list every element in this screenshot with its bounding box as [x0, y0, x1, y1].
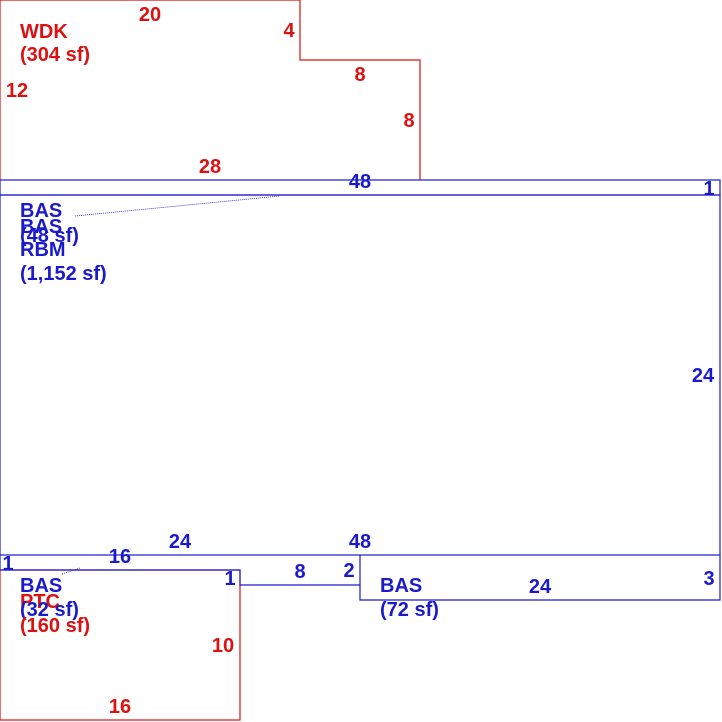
- dim-bas-top: 48: [349, 171, 371, 193]
- bas-small-code-label: BAS: [20, 575, 62, 597]
- bas-right-code-label: BAS: [380, 575, 422, 597]
- rbm-outline: [0, 194, 721, 556]
- leader-line-small: [61, 567, 81, 575]
- dim-left-1: 1: [2, 553, 13, 575]
- dim-wdk-step-v: 4: [283, 20, 295, 42]
- dim-wdk-top: 20: [139, 4, 161, 26]
- dim-right-rect-24: 24: [529, 576, 552, 598]
- wdk-outline: [0, 0, 421, 180]
- dim-wdk-left: 12: [6, 80, 28, 102]
- dim-bottom-2: 2: [343, 560, 354, 582]
- dim-bottom-8: 8: [294, 561, 305, 583]
- dim-wdk-step-h: 8: [354, 64, 365, 86]
- dim-left-16: 16: [109, 546, 131, 568]
- dim-bas-right: 1: [703, 178, 714, 200]
- bas-right-outline: [359, 555, 721, 601]
- dim-rbm-bottom-left: 24: [169, 531, 192, 553]
- ptc-area-label: (160 sf): [20, 615, 90, 637]
- bas-code-label: BAS: [20, 200, 62, 222]
- rbm-code-label: RBM: [20, 239, 66, 261]
- dim-wdk-bottom: 28: [199, 156, 221, 178]
- bas-small-area-label: (32 sf): [20, 599, 79, 621]
- bas-right-area-label: (72 sf): [380, 599, 439, 621]
- dim-rbm-bottom: 48: [349, 531, 371, 553]
- leader-line-bas: [74, 195, 281, 217]
- bas-area-label: (48 sf): [20, 225, 79, 247]
- wdk-code-label: WDK: [20, 21, 68, 43]
- ptc-code-label: PTC: [20, 591, 60, 613]
- dim-wdk-right: 8: [403, 110, 414, 132]
- rbm-area-label: (1,152 sf): [20, 263, 107, 285]
- dim-rbm-right: 24: [692, 365, 715, 387]
- bas-small-outline: [0, 555, 360, 586]
- wdk-area-label: (304 sf): [20, 44, 90, 66]
- dim-bottom-1: 1: [224, 568, 235, 590]
- bas-dup-code-label: BAS: [20, 216, 62, 238]
- dim-ptc-right: 10: [212, 635, 234, 657]
- dim-ptc-bottom: 16: [109, 696, 131, 718]
- dim-right-rect-3: 3: [703, 568, 714, 590]
